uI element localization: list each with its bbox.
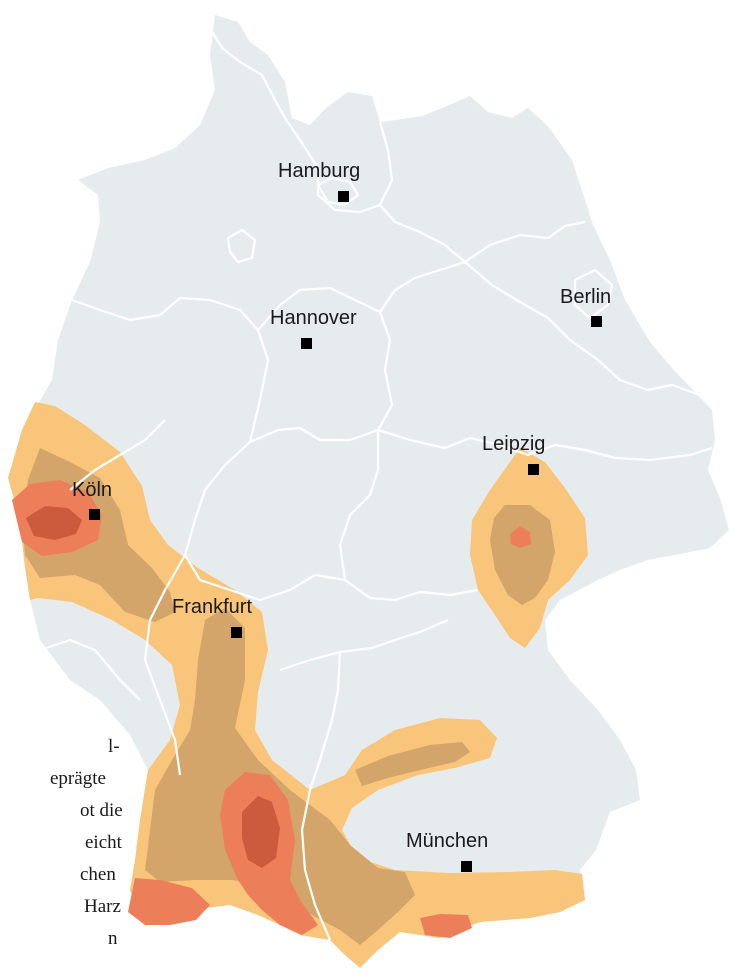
zone-medium-leipzig	[490, 505, 555, 605]
marker-berlin	[591, 316, 602, 327]
zone-core-koeln	[26, 506, 82, 540]
marker-muenchen	[461, 861, 472, 872]
label-berlin: Berlin	[560, 286, 611, 308]
marker-leipzig	[528, 464, 539, 475]
zone-strong-far-southwest	[128, 878, 210, 925]
state-borders	[39, 19, 713, 941]
label-leipzig: Leipzig	[482, 433, 545, 455]
side-text-line: Harz	[84, 896, 121, 917]
zone-strong-south	[420, 914, 472, 938]
label-frankfurt: Frankfurt	[172, 596, 252, 618]
city-markers	[89, 191, 602, 872]
zone-core-southwest	[242, 796, 280, 868]
zone-medium-southwest	[145, 608, 415, 945]
side-text-line: n	[108, 928, 118, 949]
label-hamburg: Hamburg	[278, 160, 360, 182]
label-hannover: Hannover	[270, 307, 357, 329]
side-text-line: eicht	[85, 832, 123, 853]
marker-hamburg	[338, 191, 349, 202]
marker-hannover	[301, 338, 312, 349]
marker-frankfurt	[231, 627, 242, 638]
zone-strong-leipzig	[510, 526, 531, 548]
side-text-line: eprägte	[50, 768, 106, 789]
side-text: l- eprägte ot die eicht chen Harz n	[50, 736, 123, 949]
side-text-line: chen	[80, 864, 116, 885]
label-koeln: Köln	[72, 479, 112, 501]
side-text-line: l-	[108, 736, 120, 757]
zone-medium-east-band	[355, 742, 470, 786]
marker-koeln	[89, 509, 100, 520]
label-muenchen: München	[406, 830, 488, 852]
side-text-line: ot die	[80, 800, 123, 821]
city-labels: Hamburg Berlin Hannover Leipzig Köln Fra…	[72, 160, 611, 852]
